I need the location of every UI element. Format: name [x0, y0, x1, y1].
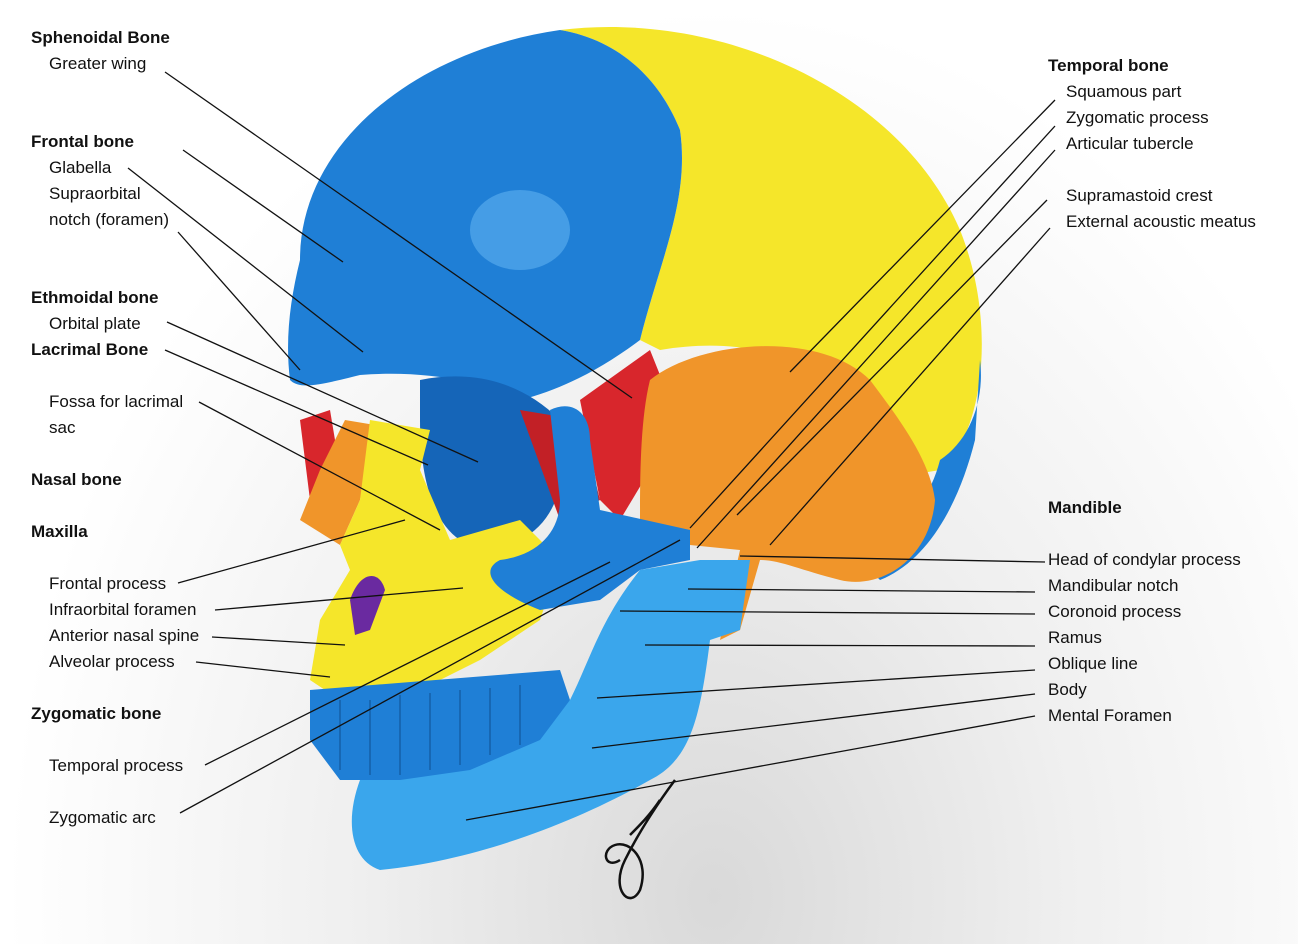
label-supramastoid-crest: Supramastoid crest [1066, 186, 1213, 205]
label-nasal-bone: Nasal bone [31, 470, 122, 489]
label-supraorbital: Supraorbital [49, 184, 141, 203]
label-oblique-line: Oblique line [1048, 654, 1138, 673]
label-frontal-bone: Frontal bone [31, 132, 134, 151]
label-infraorbital-foramen: Infraorbital foramen [49, 600, 197, 619]
label-temporal-process: Temporal process [49, 756, 184, 775]
label-head-condylar-process: Head of condylar process [1048, 550, 1241, 569]
label-ramus: Ramus [1048, 628, 1102, 647]
label-frontal-process: Frontal process [49, 574, 167, 593]
label-sphenoidal-bone: Sphenoidal Bone [31, 28, 170, 47]
label-external-acoustic-meatus: External acoustic meatus [1066, 212, 1256, 231]
temporal-bone [640, 346, 935, 640]
mandible [351, 560, 750, 870]
teeth [310, 670, 570, 780]
label-alveolar-process: Alveolar process [49, 652, 175, 671]
label-zygomatic-arc: Zygomatic arc [49, 808, 156, 827]
label-mandible: Mandible [1048, 498, 1122, 517]
label-fossa-lacrimal: Fossa for lacrimal [49, 392, 184, 411]
zygomatic-bone [490, 406, 690, 610]
label-temporal-bone: Temporal bone [1048, 56, 1169, 75]
label-glabella: Glabella [49, 158, 112, 177]
label-lacrimal-bone: Lacrimal Bone [31, 340, 149, 359]
maxilla [310, 420, 560, 700]
label-ethmoidal-bone: Ethmoidal bone [31, 288, 159, 307]
label-notch-foramen: notch (foramen) [49, 210, 169, 229]
label-zygomatic-process: Zygomatic process [1066, 108, 1209, 127]
label-zygomatic-bone: Zygomatic bone [31, 704, 162, 723]
label-squamous-part: Squamous part [1066, 82, 1182, 101]
label-sac: sac [49, 418, 76, 437]
label-articular-tubercle: Articular tubercle [1066, 134, 1194, 153]
label-maxilla: Maxilla [31, 522, 88, 541]
label-coronoid-process: Coronoid process [1048, 602, 1182, 621]
signature-mark [604, 779, 677, 900]
label-body: Body [1048, 680, 1087, 699]
nasal-bone [300, 420, 375, 545]
label-greater-wing: Greater wing [49, 54, 147, 73]
label-mental-foramen: Mental Foramen [1048, 706, 1172, 725]
leader-lines [127, 71, 1056, 821]
label-mandibular-notch: Mandibular notch [1048, 576, 1179, 595]
label-anterior-nasal-spine: Anterior nasal spine [49, 626, 200, 645]
label-orbital-plate: Orbital plate [49, 314, 141, 333]
parietal-bone [560, 26, 982, 481]
